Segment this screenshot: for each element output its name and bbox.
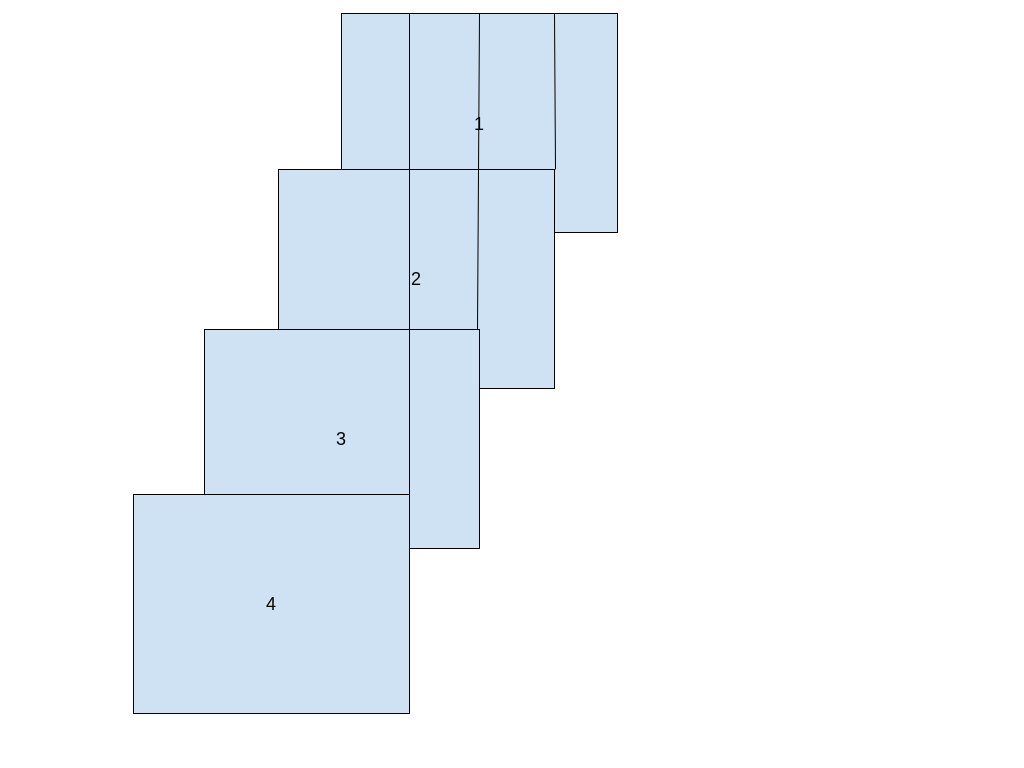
box-4-shape: [133, 494, 410, 714]
seam-line-b: [477, 13, 480, 330]
box-3-label: 3: [336, 429, 346, 449]
seam-line-c: [554, 13, 556, 170]
box-4-label: 4: [266, 594, 276, 614]
box-1-label: 1: [474, 114, 484, 134]
box-4: [133, 494, 410, 714]
box-2-label: 2: [411, 269, 421, 289]
